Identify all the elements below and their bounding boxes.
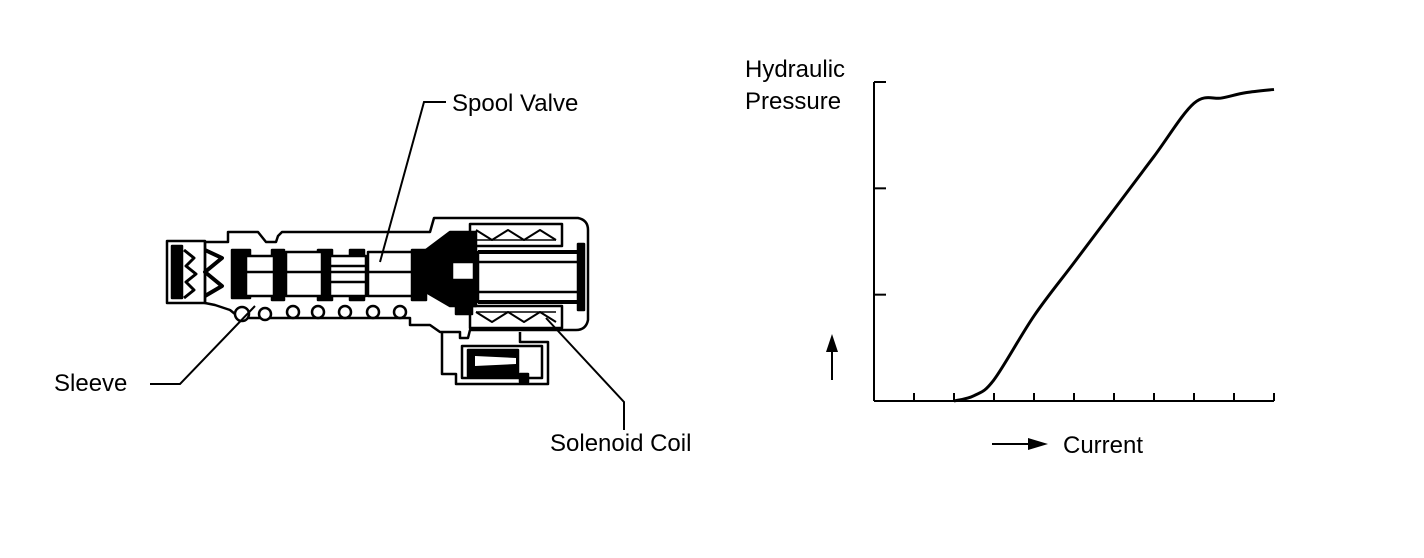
- connector-plug: [460, 344, 544, 380]
- solenoid-coil-leader: [545, 317, 625, 430]
- solenoid-valve-illustration: [165, 216, 590, 386]
- spool-valve-label: Spool Valve: [452, 90, 579, 117]
- pressure-current-chart: [826, 81, 1275, 450]
- valve-body-outline: [203, 216, 590, 340]
- solenoid-coil-label: Solenoid Coil: [550, 430, 692, 457]
- x-axis-label: Current: [1063, 432, 1144, 459]
- leader-lines: [150, 101, 625, 430]
- x-axis-ticks: [913, 393, 1275, 401]
- y-axis-label-line2: Pressure: [745, 88, 842, 115]
- plunger: [424, 230, 584, 316]
- y-arrow-icon: [826, 334, 838, 380]
- x-arrow-icon: [992, 438, 1048, 450]
- pressure-curve: [953, 87, 1275, 403]
- sleeve-leader: [150, 305, 256, 385]
- connector-housing: [440, 332, 550, 386]
- filter-end-cap: [165, 239, 224, 305]
- solenoid-coil: [468, 222, 586, 330]
- sleeve-label: Sleeve: [54, 370, 128, 397]
- y-axis-ticks: [874, 81, 886, 296]
- y-axis-label-line1: Hydraulic: [745, 56, 846, 83]
- spool-valve: [244, 250, 414, 298]
- spool-valve-leader: [379, 101, 446, 263]
